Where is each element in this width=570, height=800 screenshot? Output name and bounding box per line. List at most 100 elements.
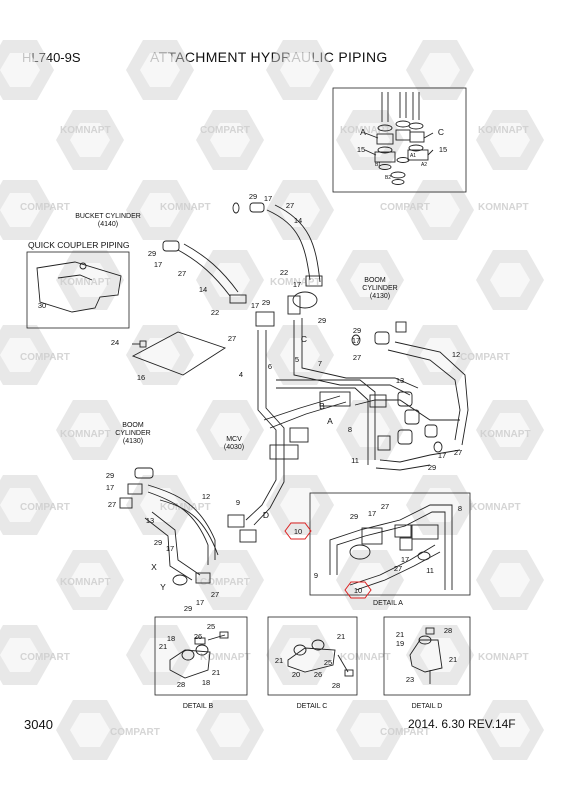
part-number: 27 (353, 353, 361, 362)
part-number: 17 (438, 451, 446, 460)
watermark-layer: KOMNAPT COMPART KOMNAPT KOMNAPT COMPART … (0, 40, 544, 760)
part-number: 18 (167, 634, 175, 643)
boom-cylinder-left-label: BOOM (122, 422, 144, 429)
bucket-cylinder-hoses (162, 202, 323, 327)
part-number: 17 (401, 555, 409, 564)
part-number: 29 (318, 316, 326, 325)
part-number: 27 (178, 269, 186, 278)
part-number: 25 (207, 622, 215, 631)
part-number: 21 (449, 655, 457, 664)
mcv-label: MCV (226, 436, 242, 443)
watermark-text: KOMNAPT (270, 277, 321, 288)
callout-10: 10 (354, 586, 362, 595)
boom-cylinder-label: BOOM (364, 277, 386, 284)
detail-d-inset (383, 616, 471, 696)
part-number: 29 (262, 298, 270, 307)
detail-b-caption: DETAIL B (183, 703, 214, 710)
part-number: 28 (177, 680, 185, 689)
part-number: 17 (166, 544, 174, 553)
part-number: 19 (396, 639, 404, 648)
boom-cylinder-left-label: CYLINDER (115, 430, 150, 437)
watermark-text: KOMNAPT (480, 429, 531, 440)
part-number: 21 (275, 656, 283, 665)
quick-coupler-title: QUICK COUPLER PIPING (28, 240, 130, 250)
part-number: 29 (353, 326, 361, 335)
part-number: 8 (348, 425, 352, 434)
part-number: 17 (251, 301, 259, 310)
part-number: 17 (264, 194, 272, 203)
inset-port-label: C (438, 127, 444, 137)
part-number: 14 (199, 285, 207, 294)
boom-cylinder-left-hoses (119, 467, 257, 586)
part-number: 16 (137, 373, 145, 382)
callout-hex-10 (344, 581, 372, 599)
part-number: 15 (439, 145, 447, 154)
part-number: 29 (428, 463, 436, 472)
watermark-text: COMPART (380, 202, 430, 213)
part-number: 20 (292, 670, 300, 679)
part-number: 23 (406, 675, 414, 684)
part-number: 15 (357, 145, 365, 154)
watermark-text: KOMNAPT (340, 652, 391, 663)
watermark-text: COMPART (200, 125, 250, 136)
port-label: Y (160, 582, 166, 592)
part-number: 29 (154, 538, 162, 547)
part-number: 30 (38, 301, 46, 310)
part-number: 22 (280, 268, 288, 277)
watermark-text: KOMNAPT (478, 202, 529, 213)
port-label: X (151, 562, 157, 572)
bucket-cylinder-code: (4140) (98, 221, 118, 228)
watermark-text: KOMNAPT (60, 577, 111, 588)
detail-c-caption: DETAIL C (297, 703, 328, 710)
watermark-text: COMPART (460, 352, 510, 363)
detail-a-caption: DETAIL A (373, 600, 403, 607)
quick-coupler-inset (26, 251, 130, 329)
part-number: 21 (212, 668, 220, 677)
port-label: A (327, 416, 333, 426)
part-number: 27 (381, 502, 389, 511)
part-number: 8 (458, 504, 462, 513)
main-tube-bundle (245, 318, 469, 526)
part-number: 13 (396, 376, 404, 385)
part-number: 9 (314, 571, 318, 580)
port-label: B (319, 401, 325, 411)
watermark-text: KOMNAPT (60, 429, 111, 440)
watermark-text: KOMNAPT (160, 502, 211, 513)
part-number: 9 (236, 498, 240, 507)
part-number: 5 (295, 355, 299, 364)
part-number: 21 (396, 630, 404, 639)
detail-c-inset (267, 616, 358, 696)
part-number: 29 (249, 192, 257, 201)
part-number: 28 (444, 626, 452, 635)
revision-date: 2014. 6.30 REV.14F (408, 717, 516, 731)
inset-port-label: B2 (385, 175, 391, 181)
part-number: 26 (314, 670, 322, 679)
part-number: 28 (332, 681, 340, 690)
part-number: 7 (318, 359, 322, 368)
bolt-24-head (139, 340, 147, 348)
watermark-text: COMPART (20, 502, 70, 513)
part-number: 29 (148, 249, 156, 258)
watermark-text: KOMNAPT (60, 125, 111, 136)
watermark-text: KOMNAPT (200, 652, 251, 663)
part-number: 4 (239, 370, 243, 379)
part-number: 17 (106, 483, 114, 492)
part-number: 11 (426, 566, 434, 575)
part-number: 17 (352, 336, 360, 345)
watermark-text: KOMNAPT (478, 652, 529, 663)
watermark-text: COMPART (20, 202, 70, 213)
watermark-text: KOMNAPT (340, 125, 391, 136)
page-number: 3040 (24, 717, 53, 732)
inset-port-label: A1 (410, 153, 416, 159)
watermark-text: COMPART (20, 352, 70, 363)
watermark-text: COMPART (200, 577, 250, 588)
part-number: 27 (286, 201, 294, 210)
part-number: 17 (293, 280, 301, 289)
boom-cylinder-left-code: (4130) (123, 438, 143, 445)
part-number: 27 (108, 500, 116, 509)
watermark-text: COMPART (380, 727, 430, 738)
part-number: 21 (337, 632, 345, 641)
port-label: D (263, 510, 269, 520)
